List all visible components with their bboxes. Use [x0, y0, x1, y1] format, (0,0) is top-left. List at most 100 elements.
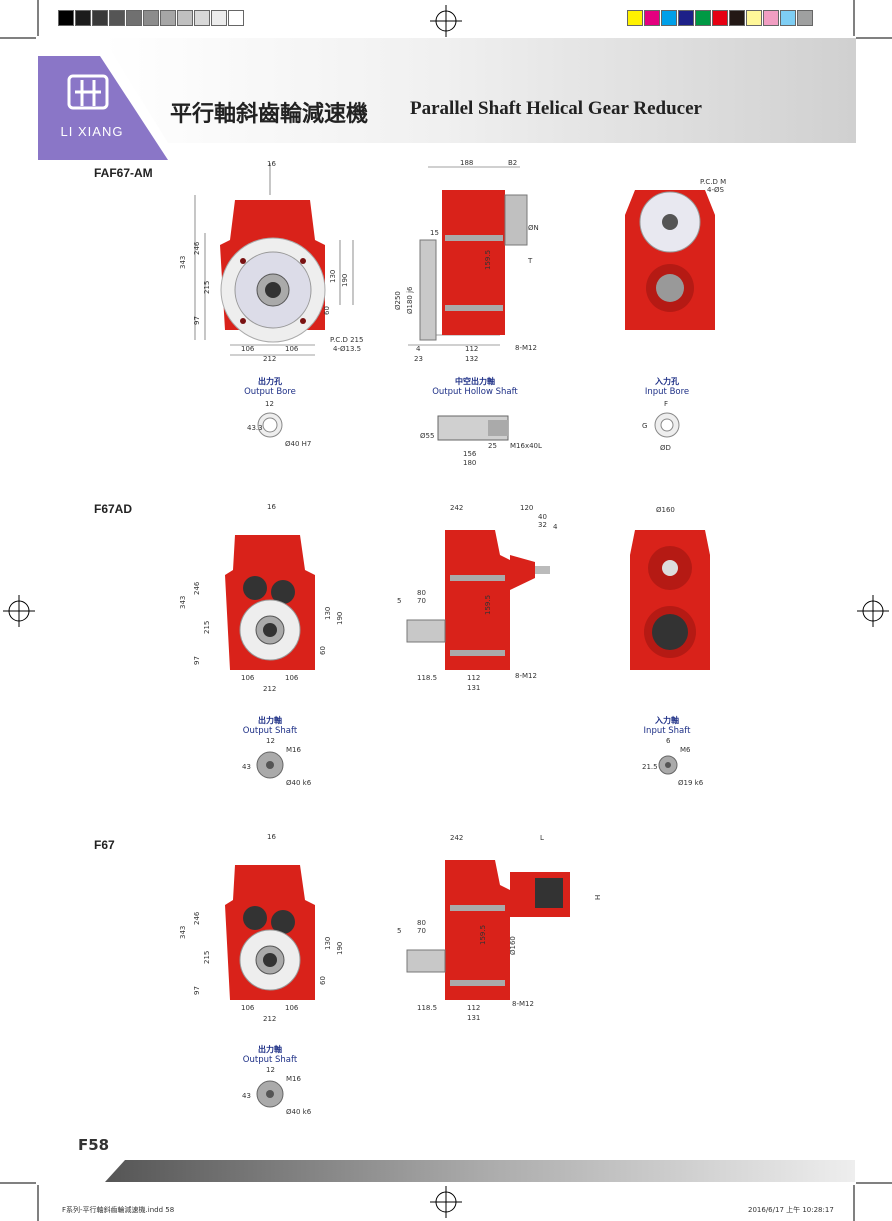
label-cn: 中空出力軸: [455, 377, 495, 386]
dim-d: Ø160: [656, 506, 675, 514]
cmyk-color-bar: [627, 10, 837, 28]
output-bore-detail: 12 43.3 Ø40 H7: [247, 400, 311, 448]
dim-right-b: 190: [336, 612, 344, 625]
dim-pcdm: P.C.D M: [700, 178, 726, 186]
dim-bottom-a: 106: [241, 345, 255, 353]
dim-w2: 120: [520, 504, 533, 512]
dim-c: M16: [286, 746, 301, 754]
registration-mark-right: [857, 595, 889, 627]
dim-w1: 188: [460, 159, 473, 167]
dim-left-upper: 246: [193, 911, 201, 925]
dim-d: 156: [463, 450, 477, 458]
dim-left-total: 343: [179, 256, 187, 269]
color-swatch: [797, 10, 813, 26]
color-swatch: [58, 10, 74, 26]
dim-height: 159.5: [484, 595, 492, 615]
dim-left-lower: 97: [193, 316, 201, 325]
dim-left-upper: 246: [193, 581, 201, 595]
color-swatch: [627, 10, 643, 26]
registration-mark-left: [3, 595, 35, 627]
dim-left-lower: 97: [193, 986, 201, 995]
sub-output-shaft-f67: 出力軸 Output Shaft: [235, 1044, 305, 1065]
logo-text: LI XIANG: [60, 124, 124, 139]
color-swatch: [678, 10, 694, 26]
faf67am-side-view: 188 B2 15 159.5 Ø250 Ø180 j6 4 23 112 13…: [394, 159, 539, 363]
dim-height: 159.5: [479, 925, 487, 945]
label-cn: 出力孔: [258, 377, 282, 386]
dim-b1: 118.5: [417, 1004, 437, 1012]
label-en: Output Hollow Shaft: [432, 387, 518, 397]
dim-right-c: 60: [319, 646, 327, 655]
dim-b2: 112: [467, 1004, 480, 1012]
page-title-cn: 平行軸斜齒輪減速機: [170, 102, 369, 127]
dim-d: Ø40 k6: [286, 779, 312, 787]
label-cn: 出力軸: [258, 716, 282, 725]
color-swatch: [763, 10, 779, 26]
color-swatch: [126, 10, 142, 26]
dim-b: 21.5: [642, 763, 658, 771]
dim-c: Ø40 H7: [285, 440, 311, 448]
f67ad-rear-view: Ø160: [630, 506, 710, 670]
dim-w1: 242: [450, 504, 463, 512]
dim-flange: 15: [430, 229, 439, 237]
sub-hollow-shaft: 中空出力軸 Output Hollow Shaft: [420, 376, 530, 397]
footer-date: 2016/6/17 上午 10:28:17: [748, 1206, 834, 1214]
dim-a: 12: [265, 400, 274, 408]
dim-b2: 112: [467, 674, 480, 682]
color-swatch: [194, 10, 210, 26]
section-title-f67ad: F67AD: [94, 502, 133, 516]
dim-left-mid: 215: [203, 281, 211, 294]
dim-s3: 4: [553, 523, 558, 531]
dim-right-a: 130: [324, 937, 332, 950]
dim-bolt: 8-M12: [515, 344, 537, 352]
color-swatch: [780, 10, 796, 26]
dim-l2: 80: [417, 919, 426, 927]
label-cn: 出力軸: [258, 1045, 282, 1054]
dim-c: M16x40L: [510, 442, 542, 450]
dim-top: 16: [267, 833, 276, 841]
dim-holes-s: 4-ØS: [707, 186, 724, 194]
faf67am-front-view: 16 343 246 215 97 130 190 60 106 106 212…: [179, 160, 363, 363]
dim-b3: 131: [467, 1014, 480, 1022]
dim-d: Ø19 k6: [678, 779, 704, 787]
color-swatch: [661, 10, 677, 26]
dim-c: ØD: [660, 444, 671, 452]
color-swatch: [177, 10, 193, 26]
dim-right-c: 60: [319, 976, 327, 985]
label-cn: 入力軸: [655, 716, 679, 725]
dim-bottom-total: 212: [263, 685, 276, 693]
dim-right-a: 130: [324, 607, 332, 620]
color-swatch: [160, 10, 176, 26]
dim-a: 12: [266, 1066, 275, 1074]
output-shaft-detail-f67: 12 43 M16 Ø40 k6: [242, 1066, 312, 1116]
sub-input-shaft-ad: 入力軸 Input Shaft: [632, 715, 702, 736]
label-en: Output Shaft: [242, 726, 298, 736]
label-en: Input Bore: [644, 387, 690, 397]
label-cn: 入力孔: [655, 377, 679, 386]
f67-front-view: 16 343 246 215 97 130 190 60 106 106 212: [179, 833, 344, 1023]
footer-bar: [105, 1160, 855, 1182]
dim-t: T: [527, 257, 533, 265]
dim-b2: 23: [414, 355, 423, 363]
output-shaft-detail-ad: 12 43 M16 Ø40 k6: [242, 737, 312, 787]
dim-right-b: 190: [341, 274, 349, 287]
dim-w2: B2: [508, 159, 517, 167]
dim-bottom-b: 106: [285, 345, 299, 353]
dim-right-c: 60: [323, 306, 331, 315]
dim-a: Ø55: [420, 432, 434, 440]
dim-top: 16: [267, 160, 276, 168]
sub-input-bore: 入力孔 Input Bore: [632, 376, 702, 397]
dim-w2: L: [540, 834, 544, 842]
dim-bolt: 8-M12: [512, 1000, 534, 1008]
dim-right-a: 130: [329, 270, 337, 283]
dim-bottom-a: 106: [241, 674, 255, 682]
dim-left-mid: 215: [203, 621, 211, 634]
dim-holes: 4-Ø13.5: [333, 345, 361, 353]
dim-bolt: 8-M12: [515, 672, 537, 680]
section-title-f67: F67: [94, 838, 115, 852]
f67ad-side-view: 242 120 40 32 4 5 80 70 159.5 118.5 112 …: [397, 504, 558, 692]
sub-output-shaft-ad: 出力軸 Output Shaft: [235, 715, 305, 736]
input-bore-detail: F G ØD: [642, 400, 680, 452]
label-en: Output Shaft: [242, 1055, 298, 1065]
dim-top: 16: [267, 503, 276, 511]
